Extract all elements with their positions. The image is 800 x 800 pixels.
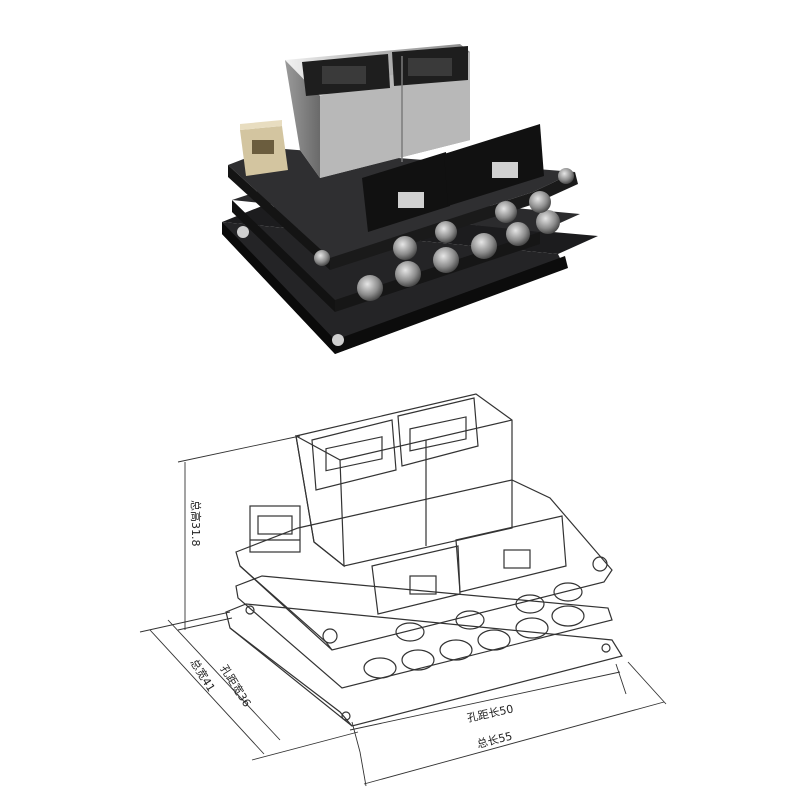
dimension-lines bbox=[139, 435, 667, 787]
dim-total-height: 总高31.8 bbox=[189, 500, 203, 547]
dim-hole-spacing-length: 孔距长50 bbox=[466, 702, 515, 724]
usb-connector-drawing bbox=[249, 505, 301, 553]
product-render bbox=[222, 44, 598, 354]
dim-total-length: 总长55 bbox=[475, 729, 513, 751]
header-connectors-render bbox=[362, 124, 544, 232]
rj45-jack-render bbox=[285, 44, 470, 178]
technical-drawing bbox=[139, 393, 667, 787]
dim-hole-spacing-width: 孔距宽36 bbox=[217, 662, 254, 709]
top-pcb-outline bbox=[235, 479, 613, 651]
middle-plate-outline bbox=[235, 575, 613, 689]
usb-connector-render bbox=[240, 120, 288, 176]
screw-row-front bbox=[357, 191, 560, 301]
standoffs bbox=[237, 168, 574, 346]
screws-drawing bbox=[363, 582, 585, 679]
rj45-jack-drawing bbox=[295, 393, 513, 568]
header-connectors-drawing bbox=[371, 515, 567, 615]
base-plate-outline bbox=[225, 603, 623, 727]
